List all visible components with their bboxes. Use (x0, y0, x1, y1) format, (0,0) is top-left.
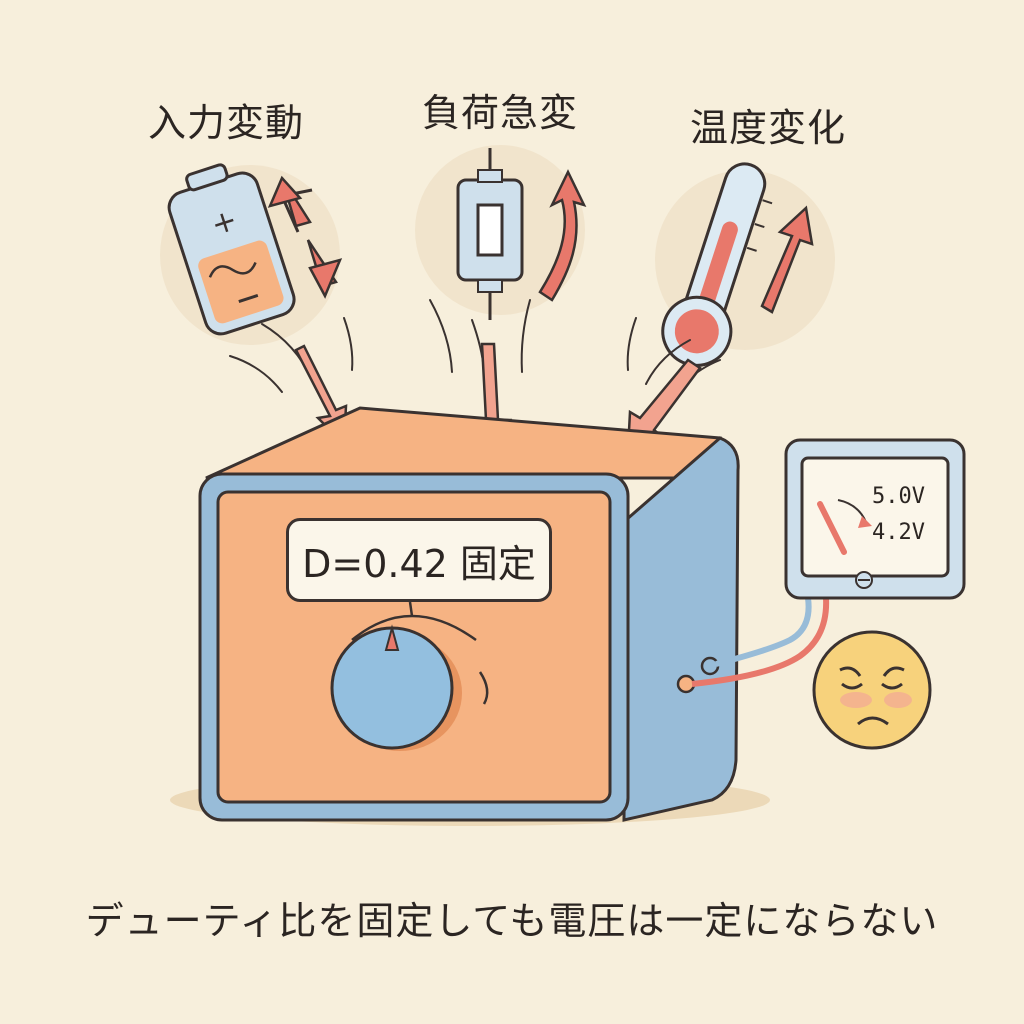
input-variation-label: 入力変動 (148, 101, 305, 145)
temperature-change-label: 温度変化 (690, 106, 847, 150)
thermometer-icon (661, 162, 773, 367)
output-wires (676, 597, 830, 694)
meter-high-value: 5.0V (872, 484, 925, 509)
knob-icon[interactable] (330, 601, 489, 751)
voltmeter-icon (784, 438, 966, 600)
up-arrow-icon (760, 205, 814, 314)
sad-face-icon (812, 630, 932, 750)
battery-icon: + (167, 163, 296, 336)
up-arrow-icon (538, 169, 587, 302)
up-down-arrow-icon (267, 175, 343, 299)
meter-low-value: 4.2V (872, 520, 925, 545)
duty-cycle-text: D=0.42 固定 (302, 541, 536, 586)
duty-box (198, 406, 740, 822)
duty-cycle-label: D=0.42 固定 (286, 518, 552, 602)
caption: デューティ比を固定しても電圧は一定にならない (85, 899, 939, 943)
resistor-icon (456, 148, 524, 320)
load-change-label: 負荷急変 (422, 91, 579, 135)
